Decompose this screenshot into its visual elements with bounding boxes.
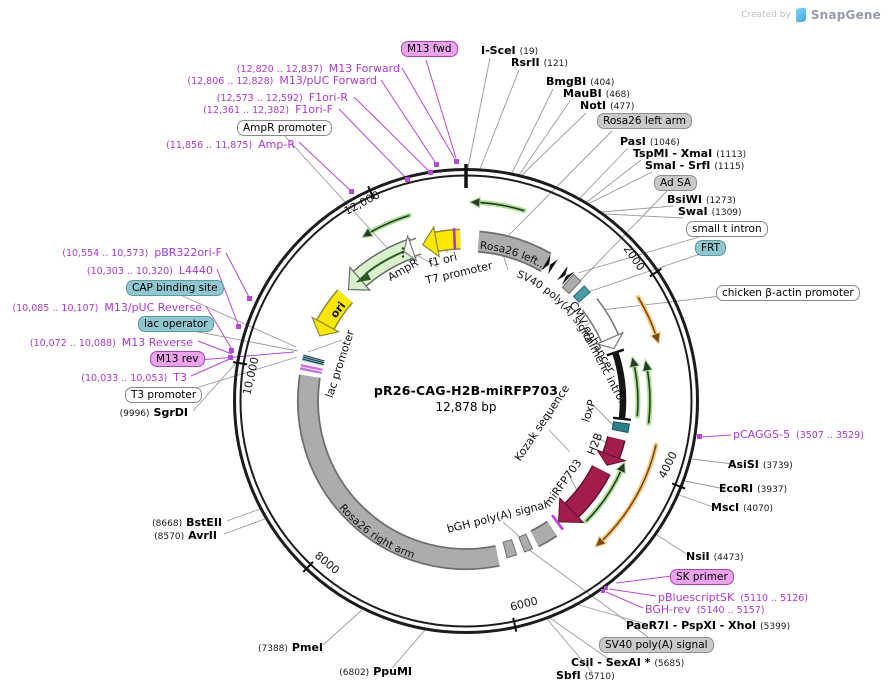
enzyme-label-iscei: I-SceI(19) — [481, 44, 539, 57]
primer-label-f1ori-r: (12,573 .. 12,592)F1ori-R — [216, 91, 348, 104]
primer-label-bgh-rev: BGH-rev(5140 .. 5157) — [645, 603, 765, 616]
enzyme-label-rsrii: RsrII(121) — [511, 56, 568, 69]
primer-arrow-green-right-2 — [641, 358, 654, 426]
enzyme-label-pasi: PasI(1046) — [620, 135, 680, 148]
rosa26-right-arm-band-label: Rosa26 right arm — [337, 502, 417, 561]
enzyme-label-ppumi: (6802)PpuMI — [339, 665, 412, 678]
plasmid-title: pR26-CAG-H2B-miRFP703 12,878 bp — [374, 383, 558, 414]
box-label-ad-sa: Ad SA — [654, 175, 698, 191]
primer-label-pbr322ori-f: (10,554 .. 10,573)pBR322ori-F — [62, 246, 222, 259]
primer-arrow-orange-top — [635, 295, 661, 346]
feature-loxp-site — [611, 421, 630, 434]
box-label-t3-promoter: T3 promoter — [125, 387, 203, 403]
primer-label-f1ori-f: (12,361 .. 12,382)F1ori-F — [203, 103, 333, 116]
feature-operator-stack — [299, 354, 325, 375]
feature-mirfp703-arrow — [557, 464, 611, 524]
feature-rosa26-left-arm — [477, 230, 552, 273]
primer-label-pcaggs-5: pCAGGS-5(3507 .. 3529) — [733, 428, 864, 441]
created-by-text: Created by — [741, 10, 791, 20]
mirfp-end-purple-tick — [551, 514, 564, 531]
leader-lines-purple — [190, 59, 732, 609]
enzyme-label-noti: NotI(477) — [580, 99, 635, 112]
feature-h2b-arrow — [595, 436, 627, 466]
primer-arrow-green-right-1 — [629, 355, 641, 419]
primer-arrow-green-lower — [583, 460, 626, 524]
enzyme-label-maubi: MauBI(468) — [563, 87, 630, 100]
enzyme-label-pmei: (7388)PmeI — [257, 641, 323, 654]
enzyme-label-sbfi: SbfI(5710) — [556, 669, 615, 682]
primer-arrow-orange-long — [594, 442, 659, 548]
box-label-frt: FRT — [695, 240, 726, 256]
feature-chimeric-intron-arc — [606, 348, 632, 421]
enzyme-label-nsii: NsiI(4473) — [686, 550, 744, 563]
enzyme-label-csii-sexai: CsiI - SexAI *(5685) — [571, 656, 685, 669]
primer-label-amp-r: (11,856 .. 11,875)Amp-R — [166, 138, 295, 151]
enzyme-label-ecori: EcoRI(3937) — [719, 482, 788, 495]
enzyme-label-swai: SwaI(1309) — [678, 205, 742, 218]
feature-sv40-polya-box-a — [518, 533, 534, 553]
enzyme-label-bsiwi: BsiWI(1273) — [667, 193, 736, 206]
svg-text:Rosa26 right arm: Rosa26 right arm — [337, 502, 417, 561]
primer-label-m13-puc-forward: (12,806 .. 12,828)M13/pUC Forward — [187, 74, 377, 87]
primer-arrow-green-topleft — [360, 213, 412, 238]
enzyme-label-avrii: (8570)AvrII — [154, 529, 217, 542]
snapgene-watermark: Created by SnapGene — [741, 7, 881, 23]
primer-site-marks — [228, 159, 702, 593]
box-label-m13-fwd: M13 fwd — [401, 41, 458, 57]
enzyme-label-paer7i-pspxi-xhoi: PaeR7I - PspXI - XhoI(5399) — [626, 619, 791, 632]
box-label-m13-rev: M13 rev — [150, 351, 205, 367]
enzyme-label-bsteii: (8668)BstEII — [152, 516, 222, 529]
snapgene-logo-icon — [795, 7, 806, 23]
feature-frt-site — [572, 285, 591, 303]
enzyme-label-tspmi-xmai: TspMI - XmaI(1113) — [633, 147, 747, 160]
snapgene-brand-text: SnapGene — [810, 8, 881, 22]
enzyme-label-asisi: AsiSI(3739) — [728, 458, 793, 471]
box-label-sk-primer: SK primer — [670, 569, 734, 585]
feature-t7-promoter-arrow — [403, 234, 422, 263]
box-label-ampr-promoter: AmpR promoter — [237, 120, 333, 136]
enzyme-label-bmgbi: BmgBI(404) — [546, 75, 615, 88]
box-label-chicken-b-actin-promoter: chicken β-actin promoter — [716, 285, 860, 301]
feature-ad-sa-box — [561, 273, 582, 295]
bowtie-marks — [541, 254, 575, 286]
feature-f1-ori-arrow — [421, 225, 461, 258]
feature-bgh-polya — [530, 520, 558, 548]
box-label-small-t-intron: small t intron — [686, 221, 768, 237]
box-label-sv40-polya: SV40 poly(A) signal — [599, 637, 714, 653]
scale-ticks — [233, 164, 686, 632]
plasmid-name: pR26-CAG-H2B-miRFP703 — [373, 383, 559, 398]
enzyme-label-smai-srfi: SmaI - SrfI(1115) — [645, 159, 745, 172]
primer-label-m13-reverse: (10,072 .. 10,088)M13 Reverse — [29, 336, 193, 349]
enzyme-label-msci: MscI(4070) — [711, 501, 774, 514]
box-label-lac-operator: lac operator — [138, 316, 214, 332]
primer-label-t3: (10,033 .. 10,053)T3 — [81, 371, 187, 384]
primer-label-m13-forward: (12,820 .. 12,837)M13 Forward — [236, 62, 400, 75]
primer-arrow-green-top — [468, 196, 527, 214]
plasmid-size: 12,878 bp — [435, 400, 497, 414]
feature-rosa26-right-arm — [297, 374, 500, 571]
primer-label-m13-puc-reverse: (10,085 .. 10,107)M13/pUC Reverse — [12, 301, 202, 314]
box-label-cap-binding-site: CAP binding site — [126, 280, 224, 296]
feature-sv40-polya-box-b — [502, 539, 518, 559]
feature-cmv-enhancer-arrow — [581, 298, 625, 350]
enzyme-label-sgrdi: (9996)SgrDI — [119, 406, 188, 419]
primer-label-pbluescriptsk: pBluescriptSK(5110 .. 5126) — [658, 591, 809, 604]
primer-label-l4440: (10,303 .. 10,320)L4440 — [86, 264, 213, 277]
box-label-rosa26-left-arm: Rosa26 left arm — [597, 113, 692, 129]
feature-ori-arrow — [311, 289, 354, 337]
